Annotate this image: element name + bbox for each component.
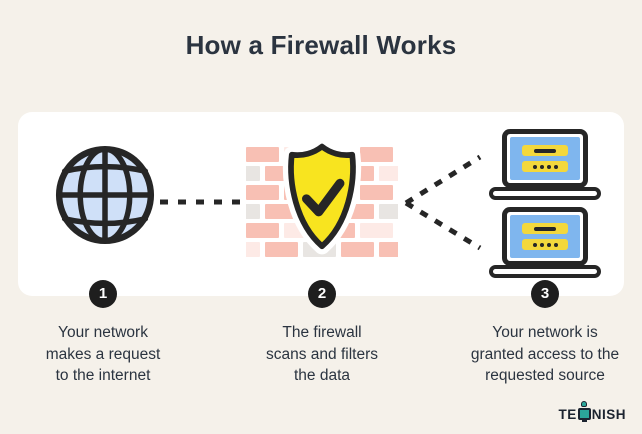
- logo-text-after: NISH: [591, 407, 626, 422]
- text-dash: [534, 226, 556, 231]
- logo-monitor-icon: [577, 401, 591, 422]
- step-1-caption: Your network makes a request to the inte…: [45, 324, 161, 384]
- step-2-caption: The firewall scans and filters the data: [266, 324, 378, 384]
- laptop-screen: [502, 129, 588, 188]
- password-bar: [522, 239, 568, 250]
- logo-text-before: TE: [558, 407, 577, 422]
- laptop-display: [510, 215, 580, 258]
- brick: [379, 204, 398, 219]
- firewall-shield-icon: [273, 136, 371, 260]
- text-dash: [534, 148, 556, 153]
- globe-icon: [50, 140, 160, 250]
- brick: [360, 223, 393, 238]
- brick: [379, 166, 398, 181]
- technish-logo: TE NISH: [558, 398, 626, 422]
- request-dashed-line: [160, 199, 248, 205]
- laptop-display: [510, 137, 580, 180]
- brick: [246, 242, 260, 257]
- brick: [341, 242, 374, 257]
- step-1-badge: 1: [89, 280, 117, 308]
- shield-svg: [282, 138, 362, 255]
- brick: [246, 147, 279, 162]
- brick: [246, 166, 260, 181]
- step-3-caption: Your network is granted access to the re…: [470, 324, 620, 384]
- laptop-screen: [502, 207, 588, 266]
- page-title: How a Firewall Works: [185, 30, 457, 60]
- laptop-base: [489, 187, 601, 200]
- mascot-icon: [580, 401, 587, 407]
- username-bar: [522, 223, 568, 234]
- globe-icon-svg: [55, 145, 155, 245]
- laptop-icon-bottom: [489, 207, 601, 278]
- brick: [360, 185, 393, 200]
- grant-dashed-arrows: [404, 154, 482, 251]
- brick: [246, 204, 260, 219]
- password-bar: [522, 161, 568, 172]
- laptop-icon-top: [489, 129, 601, 200]
- brick: [265, 242, 298, 257]
- laptop-base: [489, 265, 601, 278]
- step-2-badge: 2: [308, 280, 336, 308]
- brick: [246, 223, 279, 238]
- username-bar: [522, 145, 568, 156]
- brick: [246, 185, 279, 200]
- brick: [360, 147, 393, 162]
- brick: [379, 242, 398, 257]
- step-3-badge: 3: [531, 280, 559, 308]
